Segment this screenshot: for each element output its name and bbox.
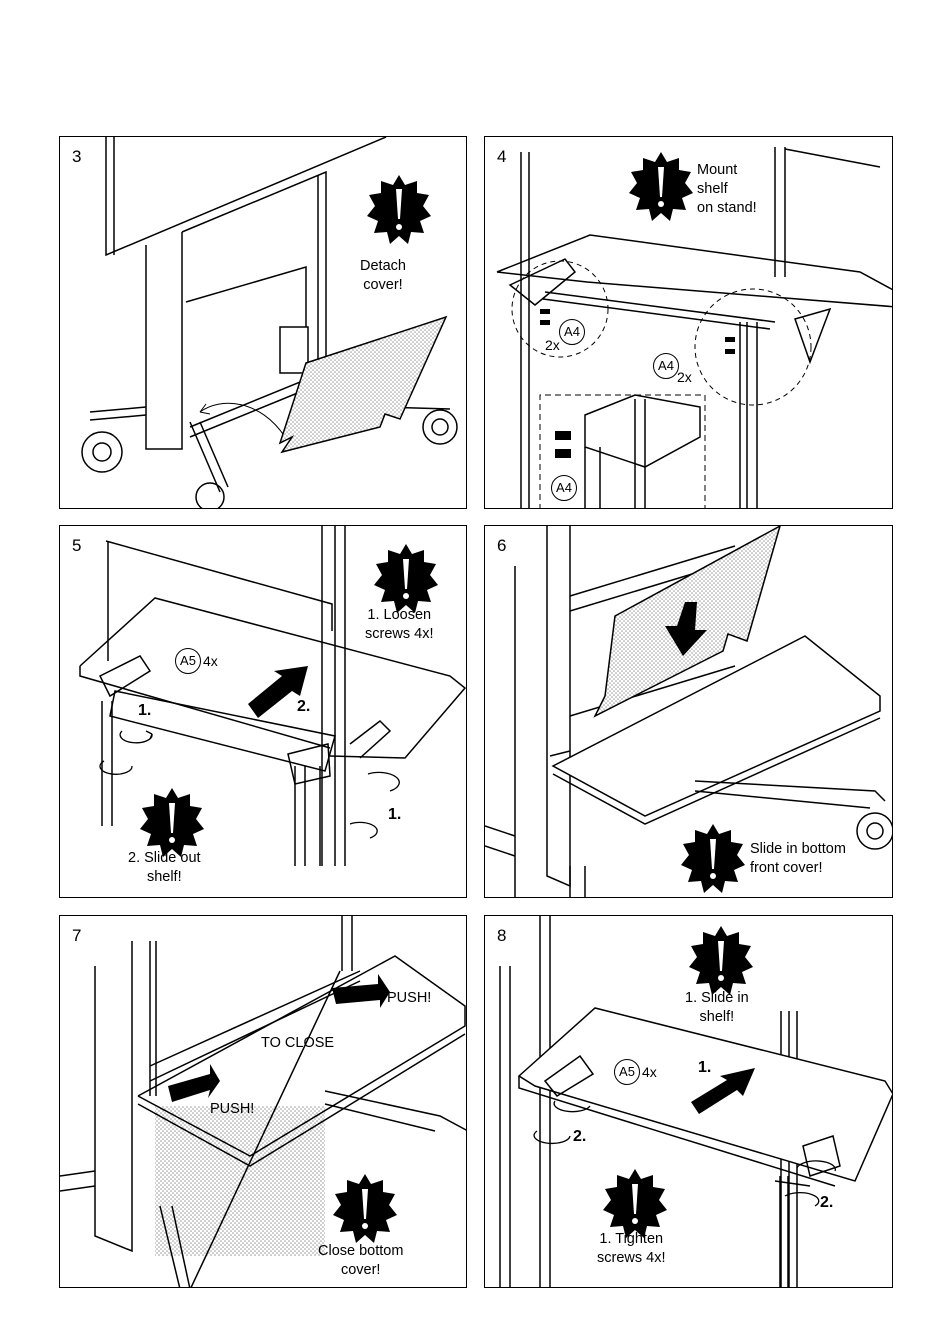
- note-line: screws 4x!: [365, 626, 434, 642]
- illustration-slide-out-shelf: [60, 526, 467, 898]
- note-line: Slide in bottom: [750, 841, 846, 857]
- note-mount-shelf: Mount shelf on stand!: [697, 161, 757, 218]
- step-marker: 1.: [138, 702, 151, 720]
- step-marker: 1.: [388, 806, 401, 824]
- warning-burst-icon: [689, 926, 753, 995]
- quantity-label: 2x: [545, 337, 560, 353]
- part-callout-a5: A5: [175, 648, 201, 674]
- note-line: shelf!: [700, 1009, 735, 1025]
- part-callout-a4: A4: [653, 353, 679, 379]
- panel-step-4: 4 Mount shelf on stand! A: [484, 136, 893, 509]
- note-slide-out-shelf: 2. Slide out shelf!: [128, 849, 201, 887]
- note-line: 1. Slide in: [685, 990, 749, 1006]
- panel-step-3: 3 D: [59, 136, 467, 509]
- note-line: 1. Loosen: [367, 607, 431, 623]
- quantity-label: 4x: [642, 1064, 657, 1080]
- note-line: Mount: [697, 162, 737, 178]
- note-line: Close bottom: [318, 1243, 403, 1259]
- note-detach-cover: Detach cover!: [360, 257, 406, 295]
- panel-step-6: 6 Slide in bottom front: [484, 525, 893, 898]
- panel-step-7: 7 PUSH! TO CLOSE PUSH!: [59, 915, 467, 1288]
- note-slide-in-cover: Slide in bottom front cover!: [750, 840, 846, 878]
- note-slide-in-shelf: 1. Slide in shelf!: [685, 989, 749, 1027]
- note-close-bottom-cover: Close bottom cover!: [318, 1242, 403, 1280]
- rotate-arrow-icon: [100, 731, 399, 838]
- note-line: 1. Tighten: [599, 1231, 663, 1247]
- step-marker: 1.: [698, 1059, 711, 1077]
- label-push-right: PUSH!: [387, 989, 431, 1008]
- step-marker: 2.: [297, 698, 310, 716]
- warning-burst-icon: [374, 544, 438, 613]
- label-push-left: PUSH!: [210, 1100, 254, 1119]
- part-callout-a4: A4: [559, 319, 585, 345]
- warning-burst-icon: [367, 175, 431, 244]
- note-line: 2. Slide out: [128, 850, 201, 866]
- warning-burst-icon: [333, 1174, 397, 1243]
- note-line: Detach: [360, 258, 406, 274]
- panel-step-5: 5 1.: [59, 525, 467, 898]
- note-loosen-screws: 1. Loosen screws 4x!: [365, 606, 434, 644]
- illustration-slide-in-shelf: [485, 916, 893, 1288]
- note-line: screws 4x!: [597, 1250, 666, 1266]
- note-tighten-screws: 1. Tighten screws 4x!: [597, 1230, 666, 1268]
- note-line: shelf: [697, 181, 728, 197]
- warning-burst-icon: [603, 1169, 667, 1238]
- part-callout-a4: A4: [551, 475, 577, 501]
- note-line: cover!: [341, 1262, 381, 1278]
- part-callout-a5: A5: [614, 1059, 640, 1085]
- panel-step-8: 8 1. Slide in: [484, 915, 893, 1288]
- note-line: shelf!: [147, 869, 182, 885]
- quantity-label: 4x: [203, 653, 218, 669]
- warning-burst-icon: [629, 152, 693, 221]
- illustration-close-cover: [60, 916, 467, 1288]
- warning-burst-icon: [681, 824, 745, 893]
- note-line: on stand!: [697, 200, 757, 216]
- step-marker: 2.: [573, 1128, 586, 1146]
- note-line: cover!: [363, 277, 403, 293]
- label-to-close: TO CLOSE: [261, 1034, 334, 1053]
- step-marker: 2.: [820, 1194, 833, 1212]
- illustration-detach-cover: [60, 137, 467, 509]
- quantity-label: 2x: [677, 369, 692, 385]
- warning-burst-icon: [140, 788, 204, 857]
- note-line: front cover!: [750, 860, 823, 876]
- illustration-mount-shelf: [485, 137, 893, 509]
